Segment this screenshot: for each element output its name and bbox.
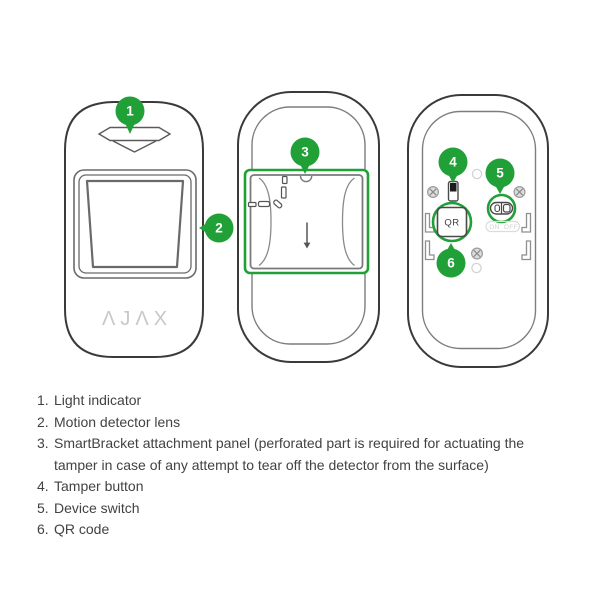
panel-notch (299, 175, 313, 183)
on-label: ON (489, 224, 500, 231)
panel-right-wing (341, 177, 355, 267)
tamper-button (447, 180, 459, 202)
pin-circle (204, 213, 234, 243)
screw-icon (427, 186, 440, 199)
bracket-slot (521, 240, 532, 261)
light-indicator-shape (97, 126, 172, 142)
panel-left-wing (258, 177, 272, 267)
legend-text: Tamper button (54, 478, 144, 494)
pin-number: 5 (496, 166, 504, 181)
perforation-slot (257, 200, 271, 208)
pin-circle (436, 248, 466, 278)
legend-text: Device switch (54, 499, 140, 516)
callout-pin-6: 6 (436, 243, 466, 278)
perforation-slot (280, 186, 287, 199)
bracket-slot (424, 240, 435, 261)
mount-hole (471, 168, 483, 180)
mount-hole (471, 262, 482, 274)
pin-number: 6 (447, 256, 455, 271)
mount-arrow-head (303, 242, 311, 249)
legend-number: 2. (37, 413, 49, 430)
legend-item-4: 4. Tamper button (37, 476, 549, 498)
device-diagram: ΛJΛX (64, 91, 549, 368)
legend-item-1: 1. Light indicator (37, 390, 549, 412)
perforation-slot (281, 175, 288, 185)
callout-pin-4: 4 (438, 147, 468, 183)
pin-number: 3 (301, 145, 309, 160)
legend-number: 4. (37, 478, 49, 494)
bracket-slot (521, 212, 532, 233)
light-indicator-chevron (112, 140, 157, 153)
legend-text: QR code (54, 521, 110, 537)
pin-number: 2 (215, 221, 223, 236)
pin-circle (290, 137, 320, 167)
smartbracket-view-illustration (237, 91, 380, 363)
legend-number: 1. (37, 392, 49, 408)
qr-code: QR (431, 201, 473, 243)
motion-lens (85, 179, 185, 269)
callout-pin-1: 1 (115, 96, 145, 134)
legend-item-2: 2. Motion detector lens (37, 412, 549, 434)
callout-pin-5: 5 (485, 158, 515, 194)
ajax-logo: ΛJΛX (102, 308, 172, 330)
pin-number: 1 (126, 104, 134, 119)
screw-icon (513, 186, 526, 199)
legend-number: 6. (37, 521, 49, 537)
legend-list: 1. Light indicator 2. Motion detector le… (37, 390, 549, 541)
legend-number: 3. (37, 435, 49, 451)
legend-item-5: 5. Device switch (37, 498, 549, 520)
qr-label: QR (444, 218, 459, 229)
pin-circle (115, 96, 145, 126)
legend-text: Light indicator (54, 392, 142, 408)
pin-circle (485, 158, 515, 188)
legend-text: Motion detector lens (54, 413, 181, 430)
perforation-slot (247, 201, 257, 208)
smartbracket-panel (249, 174, 364, 270)
legend-text: SmartBracket attachment panel (perforate… (54, 435, 525, 473)
callout-pin-3: 3 (290, 137, 320, 174)
perforation-slot (273, 199, 283, 209)
off-label: OFF (504, 224, 518, 231)
perforations (247, 175, 288, 209)
pin-circle (438, 147, 468, 177)
legend-item-3: 3. SmartBracket attachment panel (perfor… (37, 433, 549, 476)
device-switch (486, 193, 517, 224)
pin-tail (300, 164, 310, 174)
pin-tail (125, 123, 135, 134)
legend-number: 5. (37, 499, 49, 516)
legend-item-6: 6. QR code (37, 519, 549, 541)
pin-number: 4 (449, 155, 457, 170)
back-view-illustration: ON OFF QR (407, 94, 549, 368)
screw-icon (471, 247, 484, 260)
front-view-illustration: ΛJΛX (64, 101, 204, 358)
callout-pin-2: 2 (199, 213, 234, 243)
device-inner-outline (421, 110, 537, 350)
device-body (407, 94, 549, 368)
on-off-marking: ON OFF (485, 220, 521, 233)
